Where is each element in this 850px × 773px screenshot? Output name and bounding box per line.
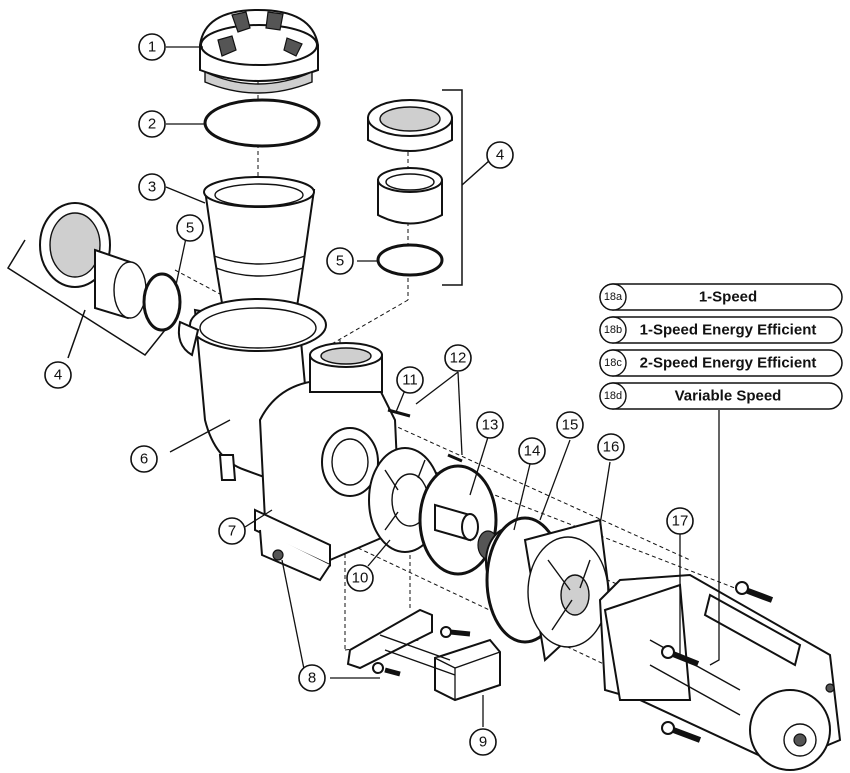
svg-text:18a: 18a [604, 291, 623, 303]
foot-bracket [346, 608, 456, 676]
callout-14: 14 [518, 437, 546, 465]
svg-text:1-Speed Energy Efficient: 1-Speed Energy Efficient [640, 322, 817, 339]
legend-item-18d: 18d Variable Speed [599, 382, 843, 410]
legend-item-18b: 18b 1-Speed Energy Efficient [599, 316, 843, 344]
pump-motor [598, 573, 842, 771]
svg-text:4: 4 [496, 147, 504, 164]
motor-support-base [434, 638, 501, 702]
svg-text:9: 9 [479, 734, 487, 751]
drain-plug [272, 549, 284, 561]
svg-text:18d: 18d [604, 390, 622, 402]
svg-text:3: 3 [148, 179, 156, 196]
pump-housing [177, 298, 402, 582]
svg-text:18c: 18c [604, 357, 622, 369]
base-bolt-upper [440, 626, 471, 638]
housing-bolt-12 [447, 453, 463, 463]
callout-11: 11 [396, 366, 424, 394]
union-o-ring-upper [376, 243, 444, 277]
svg-text:16: 16 [603, 439, 620, 456]
motor-mounting-plate [523, 518, 612, 662]
callout-6: 6 [130, 445, 158, 473]
callout-10: 10 [346, 564, 374, 592]
svg-text:4: 4 [54, 367, 62, 384]
motor-bolt-upper [735, 581, 774, 603]
union-fitting-upper [367, 99, 453, 225]
callout-16: 16 [597, 433, 625, 461]
svg-text:11: 11 [402, 372, 418, 389]
svg-text:8: 8 [308, 670, 316, 687]
callout-7: 7 [218, 517, 246, 545]
cover-o-ring [203, 98, 321, 148]
svg-text:18b: 18b [604, 324, 622, 336]
callout-5-left: 5 [176, 214, 204, 242]
svg-text:5: 5 [186, 220, 194, 237]
callout-3: 3 [138, 173, 166, 201]
union-fitting-left [39, 202, 147, 320]
svg-text:15: 15 [562, 417, 579, 434]
legend-item-18a: 18a 1-Speed [599, 283, 843, 311]
callout-4-upper: 4 [486, 141, 514, 169]
callout-15: 15 [556, 411, 584, 439]
housing-bolt-11 [387, 408, 411, 418]
svg-text:5: 5 [336, 253, 344, 270]
motor-type-legend: 18a 1-Speed 18b 1-Speed Energy Efficient… [599, 283, 843, 410]
union-o-ring-left [142, 272, 182, 332]
callout-9: 9 [469, 728, 497, 756]
callout-8: 8 [298, 664, 326, 692]
callout-17: 17 [666, 507, 694, 535]
svg-text:10: 10 [352, 570, 369, 587]
svg-text:1-Speed: 1-Speed [699, 289, 757, 306]
svg-text:7: 7 [228, 523, 236, 540]
svg-text:17: 17 [672, 513, 689, 530]
svg-text:1: 1 [148, 39, 156, 56]
leader-lines [165, 46, 720, 727]
svg-text:14: 14 [524, 443, 541, 460]
svg-text:2-Speed Energy Efficient: 2-Speed Energy Efficient [640, 355, 817, 372]
svg-text:6: 6 [140, 451, 148, 468]
base-bolt-lower [372, 662, 401, 677]
callout-5-upper: 5 [326, 247, 354, 275]
callout-2: 2 [138, 110, 166, 138]
svg-text:Variable Speed: Variable Speed [675, 388, 782, 405]
svg-text:13: 13 [482, 417, 499, 434]
motor-bolt-17 [661, 645, 700, 667]
svg-text:2: 2 [148, 116, 156, 133]
callout-1: 1 [138, 33, 166, 61]
group-brackets [6, 89, 491, 359]
hardware-fasteners [272, 408, 774, 743]
callout-12: 12 [444, 344, 472, 372]
svg-text:12: 12 [450, 350, 467, 367]
legend-item-18c: 18c 2-Speed Energy Efficient [599, 349, 843, 377]
motor-bolt-lower [661, 721, 702, 743]
callout-13: 13 [476, 411, 504, 439]
callout-4-left: 4 [44, 361, 72, 389]
strainer-cover [199, 8, 319, 94]
